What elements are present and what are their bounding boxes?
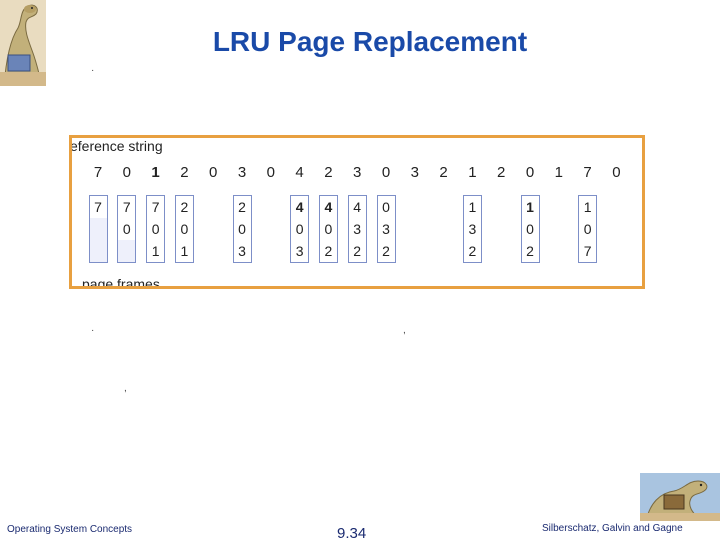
page-frame-cell: 4 [348,196,366,218]
page-frame-cell: 3 [291,240,309,262]
page-frame-cell: 2 [175,196,193,218]
page-frame-cell: 7 [147,196,165,218]
page-frame-cell [89,240,107,262]
page-frame-cell: 2 [348,240,366,262]
reference-value: 1 [468,164,477,181]
footer-page-number: 9.34 [337,525,367,542]
reference-value: 2 [324,164,333,181]
speck-dot: · [91,325,95,336]
page-frame-cell: 7 [89,196,107,218]
page-frame-cell: 0 [377,196,395,218]
page-frame-cell: 4 [319,196,337,218]
page-frame-cell: 0 [521,218,539,240]
reference-value: 7 [583,164,592,181]
reference-value: 3 [237,164,247,181]
reference-value: 0 [209,164,218,181]
speck-dot: , [403,325,406,336]
page-frame-cell: 3 [377,218,395,240]
reference-value: 3 [410,164,419,181]
page-frame-cell: 1 [521,196,539,218]
dinosaur-logo-bottom [640,473,720,521]
page-frame-cell: 3 [348,218,366,240]
page-frame-cell: 0 [175,218,193,240]
reference-value: 2 [439,164,448,181]
page-frame-cell: 7 [118,196,136,218]
page-frame-cell: 7 [579,240,597,262]
page-frame-column: 7 [88,195,108,263]
slide-title: LRU Page Replacement [212,26,528,57]
page-frame-cell: 2 [377,240,395,262]
page-frame-cell: 1 [147,240,165,262]
reference-value: 0 [381,164,391,181]
page-frame-cell: 2 [319,240,337,262]
speck-dot: · [91,65,95,76]
page-frame-cell: 4 [291,196,309,218]
page-frame-cell: 2 [463,240,481,262]
page-frame-cell: 1 [175,240,193,262]
reference-value: 2 [497,164,506,181]
page-frame-cell: 0 [579,218,597,240]
reference-string-row: 70120304230321201701 [72,164,642,184]
reference-value: 4 [295,164,304,181]
dinosaur-logo-top [0,0,46,86]
page-frame-cell: 3 [233,240,251,262]
page-frame-cell: 1 [579,196,597,218]
footer-book-title: Operating System Concepts [7,524,133,535]
page-frame-cell: 2 [521,240,539,262]
page-frames-label: page frames [82,276,160,289]
page-frame-cell: 0 [291,218,309,240]
reference-string-label: eference string [70,138,163,154]
reference-value: 0 [266,164,275,181]
footer-authors: Silberschatz, Galvin and Gagne [542,523,683,534]
reference-value: 0 [525,164,535,181]
reference-value: 0 [122,164,131,181]
reference-value: 1 [151,164,160,181]
page-frame-cell: 0 [233,218,251,240]
reference-value: 3 [353,164,362,181]
page-frame-cell: 0 [118,218,136,240]
page-frame-cell: 3 [463,218,481,240]
page-frame-cell [118,240,136,262]
reference-value: 1 [554,164,563,181]
page-frame-cell: 0 [319,218,337,240]
page-frame-cell: 2 [233,196,251,218]
reference-value: 2 [180,164,189,181]
reference-value: 1 [633,164,642,181]
page-frame-cell: 1 [463,196,481,218]
page-frame-cell [89,218,107,240]
lru-diagram: eference string 70120304230321201701 pag… [69,135,645,289]
page-frame-cell: 0 [147,218,165,240]
speck-dot: , [124,383,127,394]
reference-value: 0 [612,164,621,181]
reference-value: 7 [93,164,103,181]
